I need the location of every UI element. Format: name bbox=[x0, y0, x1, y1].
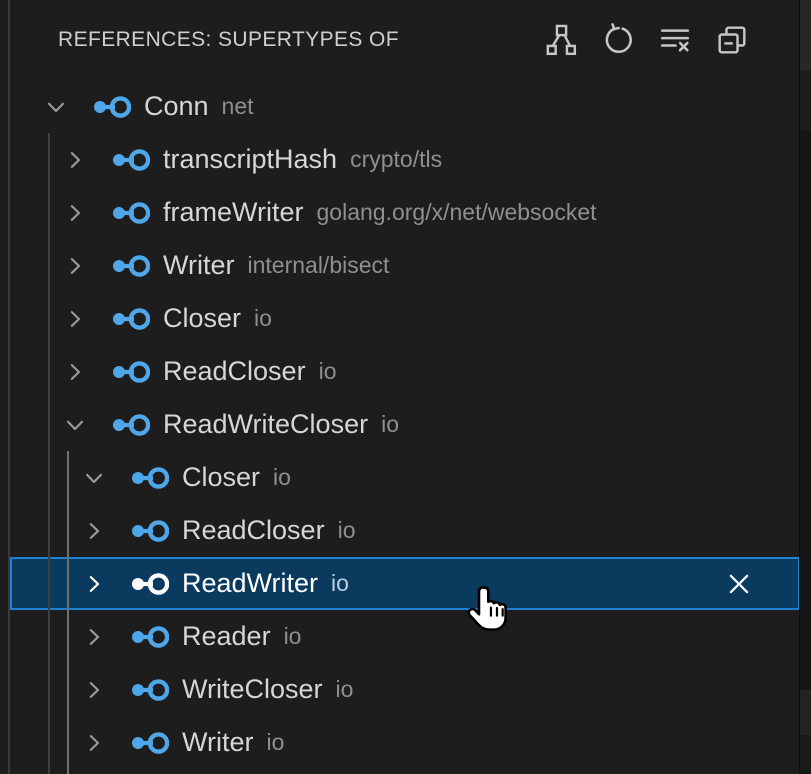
tree-item-label: Writer bbox=[163, 250, 235, 280]
tree-item-label: ReadWriter bbox=[182, 568, 319, 598]
tree-item-detail: internal/bisect bbox=[247, 252, 390, 278]
chevron-down-icon[interactable] bbox=[83, 467, 105, 489]
tree-item-label: Closer bbox=[182, 462, 261, 492]
scrollbar-track-segment bbox=[800, 690, 811, 735]
tree-row[interactable]: transcriptHash crypto/tls bbox=[10, 133, 800, 186]
tree-item-label: ReadWriteCloser bbox=[163, 409, 369, 439]
chevron-right-icon[interactable] bbox=[83, 573, 105, 595]
symbol-interface-icon bbox=[112, 251, 150, 281]
refresh-button[interactable] bbox=[601, 23, 635, 57]
scrollbar[interactable] bbox=[800, 0, 811, 774]
pane-title: REFERENCES: SUPERTYPES OF bbox=[58, 28, 400, 51]
tree-item-detail: io bbox=[318, 358, 337, 384]
tree-item-label: WriteCloser bbox=[182, 674, 323, 704]
symbol-interface-icon bbox=[131, 569, 169, 599]
tree-row[interactable]: WriteCloser io bbox=[10, 663, 800, 716]
collapse-all-button[interactable] bbox=[715, 23, 749, 57]
symbol-interface-icon bbox=[112, 145, 150, 175]
close-icon bbox=[726, 571, 752, 597]
tree-item-label: Closer bbox=[163, 303, 242, 333]
tree-item-label: frameWriter bbox=[163, 197, 304, 227]
tree-row[interactable]: ReadCloser io bbox=[10, 345, 800, 398]
symbol-interface-icon bbox=[131, 675, 169, 705]
symbol-interface-icon bbox=[131, 728, 169, 758]
tree-item-label: Writer bbox=[182, 727, 254, 757]
symbol-interface-icon bbox=[131, 516, 169, 546]
chevron-right-icon[interactable] bbox=[83, 626, 105, 648]
tree-item-label: Conn bbox=[144, 91, 209, 121]
tree-item-detail: io bbox=[335, 676, 354, 702]
scrollbar-track-segment bbox=[800, 735, 811, 774]
chevron-right-icon[interactable] bbox=[64, 149, 86, 171]
chevron-right-icon[interactable] bbox=[64, 361, 86, 383]
tree-item-detail: io bbox=[283, 623, 302, 649]
tree-row[interactable]: ReadWriter io bbox=[10, 557, 800, 610]
tree-row[interactable]: frameWriter golang.org/x/net/websocket bbox=[10, 186, 800, 239]
remove-reference-button[interactable] bbox=[724, 569, 754, 599]
tree-item-label: ReadCloser bbox=[163, 356, 306, 386]
tree-row[interactable]: Closer io bbox=[10, 292, 800, 345]
chevron-right-icon[interactable] bbox=[64, 255, 86, 277]
tree-item-detail: io bbox=[331, 570, 349, 596]
chevron-right-icon[interactable] bbox=[83, 732, 105, 754]
scrollbar-thumb[interactable] bbox=[800, 0, 811, 70]
tree-item-detail: golang.org/x/net/websocket bbox=[316, 199, 597, 225]
tree-item-label: Reader bbox=[182, 621, 271, 651]
tree-row[interactable]: Closer io bbox=[10, 451, 800, 504]
type-hierarchy-icon bbox=[544, 23, 578, 57]
tree-item-detail: crypto/tls bbox=[350, 146, 443, 172]
tree-row[interactable]: Writer io bbox=[10, 716, 800, 769]
chevron-right-icon[interactable] bbox=[83, 520, 105, 542]
tree-item-detail: io bbox=[254, 305, 272, 331]
tree-item-detail: net bbox=[221, 93, 254, 119]
tree-row[interactable]: ReadCloser io bbox=[10, 504, 800, 557]
symbol-interface-icon bbox=[112, 198, 150, 228]
chevron-down-icon[interactable] bbox=[45, 96, 67, 118]
chevron-right-icon[interactable] bbox=[83, 679, 105, 701]
chevron-right-icon[interactable] bbox=[64, 202, 86, 224]
pane-actions bbox=[544, 0, 749, 80]
refresh-icon bbox=[601, 23, 635, 57]
chevron-down-icon[interactable] bbox=[64, 414, 86, 436]
clear-all-icon bbox=[658, 23, 692, 57]
tree-item-detail: io bbox=[266, 729, 285, 755]
collapse-all-icon bbox=[715, 23, 749, 57]
tree-item-detail: io bbox=[381, 411, 399, 437]
tree-item-detail: io bbox=[273, 464, 291, 490]
symbol-interface-icon bbox=[112, 357, 150, 387]
scrollbar-track-segment bbox=[800, 70, 811, 130]
tree-row[interactable]: ReadWriteCloser io bbox=[10, 398, 800, 451]
symbol-interface-icon bbox=[112, 304, 150, 334]
symbol-interface-icon bbox=[112, 410, 150, 440]
tree-item-label: transcriptHash bbox=[163, 144, 338, 174]
symbol-interface-icon bbox=[131, 463, 169, 493]
clear-all-button[interactable] bbox=[658, 23, 692, 57]
symbol-interface-icon bbox=[131, 622, 169, 652]
panel-right-divider bbox=[799, 0, 800, 774]
type-hierarchy-button[interactable] bbox=[544, 23, 578, 57]
chevron-right-icon[interactable] bbox=[64, 308, 86, 330]
symbol-interface-icon bbox=[93, 92, 131, 122]
pane-header: REFERENCES: SUPERTYPES OF bbox=[0, 0, 800, 80]
tree-row[interactable]: Writer internal/bisect bbox=[10, 239, 800, 292]
tree-item-label: ReadCloser bbox=[182, 515, 325, 545]
tree-row[interactable]: Reader io bbox=[10, 610, 800, 663]
tree-item-detail: io bbox=[337, 517, 356, 543]
panel-left-border bbox=[8, 0, 10, 774]
